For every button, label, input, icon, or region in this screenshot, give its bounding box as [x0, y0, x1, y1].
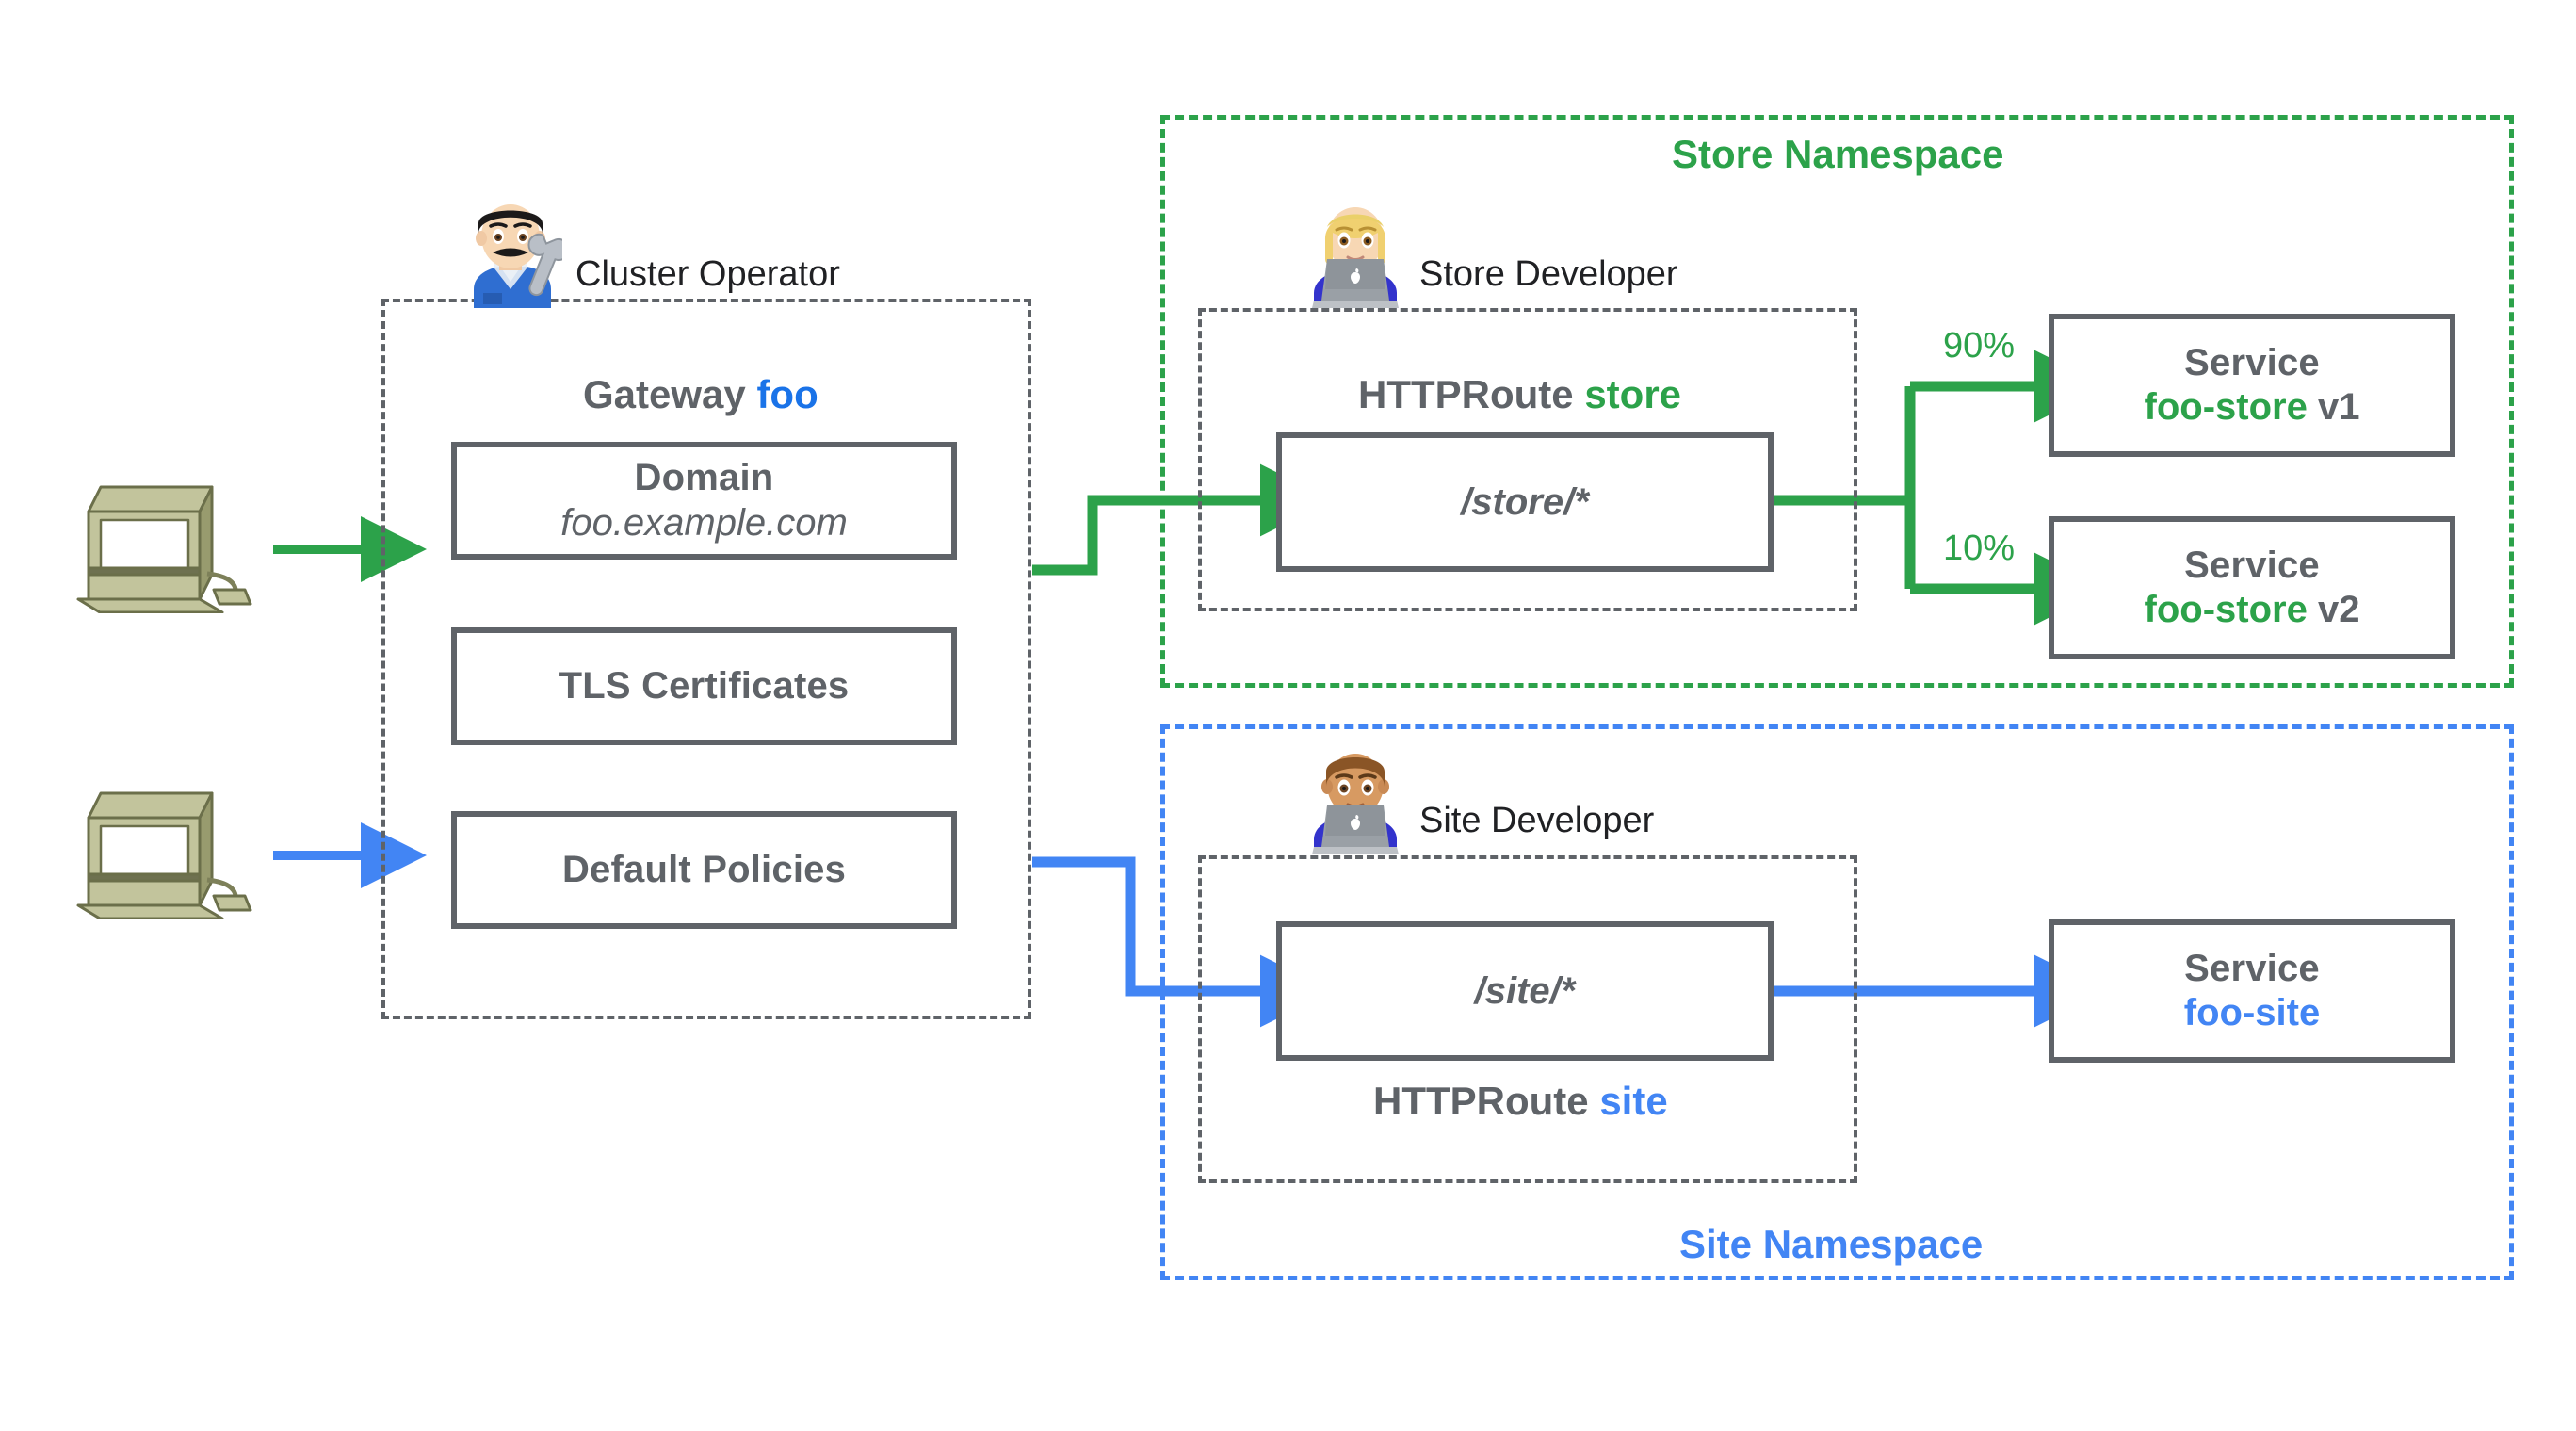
namespace-site-container — [1160, 724, 2514, 1280]
route-match-path: /site/* — [1474, 969, 1576, 1012]
persona-store-developer: Store Developer — [1304, 203, 1678, 308]
woman-technologist-emoji — [1304, 203, 1406, 308]
httproute-site-match-box[interactable]: /site/* — [1276, 921, 1774, 1061]
service-foo-site[interactable]: Service foo-site — [2049, 919, 2455, 1063]
persona-label: Store Developer — [1419, 254, 1678, 294]
service-name: foo-site — [2183, 992, 2321, 1033]
service-kind-label: Service — [2184, 947, 2320, 989]
namespace-store-container — [1160, 115, 2514, 688]
resource-label: Default Policies — [561, 848, 847, 890]
service-name-label: foo-site — [2184, 991, 2320, 1035]
httproute-site-container — [1198, 855, 1857, 1183]
weight-label-foo-store-v1: 90% — [1943, 326, 2016, 366]
httproute-site-title: HTTPRoute site — [1373, 1079, 1668, 1124]
httproute-title-prefix: HTTPRoute — [1358, 372, 1574, 416]
desktop-computer-icon — [75, 764, 278, 920]
resource-label: TLS Certificates — [559, 664, 850, 707]
persona-label: Site Developer — [1419, 801, 1655, 840]
weight-label-foo-store-v2: 10% — [1943, 528, 2016, 568]
service-kind-label: Service — [2184, 341, 2320, 383]
service-version: v2 — [2317, 589, 2360, 630]
service-foo-store-v1[interactable]: Service foo-store v1 — [2049, 314, 2455, 457]
gateway-resource-domain[interactable]: Domain foo.example.com — [451, 442, 957, 560]
resource-label: Domain — [634, 457, 774, 499]
service-kind-label: Service — [2184, 544, 2320, 586]
persona-label: Cluster Operator — [575, 254, 840, 294]
man-mechanic-emoji — [459, 203, 571, 308]
service-foo-store-v2[interactable]: Service foo-store v2 — [2049, 516, 2455, 659]
gateway-title-name: foo — [756, 372, 818, 416]
httproute-title-prefix: HTTPRoute — [1373, 1079, 1589, 1123]
gateway-resource-default-policies[interactable]: Default Policies — [451, 811, 957, 929]
gateway-title-prefix: Gateway — [583, 372, 746, 416]
resource-value: foo.example.com — [560, 501, 848, 544]
gateway-title: Gateway foo — [583, 372, 818, 417]
httproute-store-container — [1198, 308, 1857, 611]
service-name: foo-store — [2144, 589, 2308, 630]
gateway-resource-tls-certificates[interactable]: TLS Certificates — [451, 627, 957, 745]
httproute-title-name: site — [1599, 1079, 1668, 1123]
persona-site-developer: Site Developer — [1304, 749, 1654, 854]
man-technologist-emoji — [1304, 749, 1406, 854]
service-name: foo-store — [2144, 386, 2308, 428]
httproute-title-name: store — [1584, 372, 1682, 416]
httproute-store-title: HTTPRoute store — [1358, 372, 1681, 417]
namespace-site-label: Site Namespace — [1679, 1222, 1984, 1266]
service-name-label: foo-store v1 — [2145, 385, 2360, 430]
namespace-store-label: Store Namespace — [1672, 132, 2004, 176]
service-name-label: foo-store v2 — [2145, 588, 2360, 632]
gateway-container — [381, 299, 1031, 1019]
persona-cluster-operator: Cluster Operator — [459, 203, 840, 308]
service-version: v1 — [2317, 386, 2360, 428]
desktop-computer-icon — [75, 458, 278, 614]
httproute-store-match-box[interactable]: /store/* — [1276, 432, 1774, 572]
route-match-path: /store/* — [1461, 480, 1589, 523]
